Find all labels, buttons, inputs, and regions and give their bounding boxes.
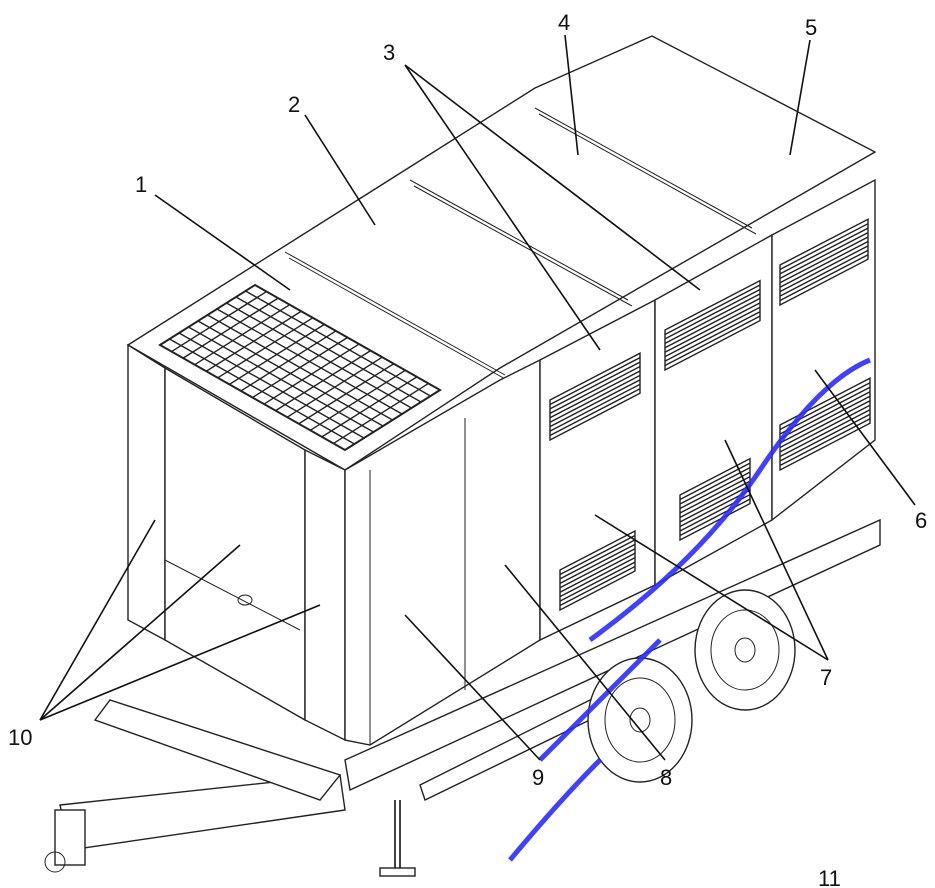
- callout-5: 5: [805, 15, 817, 40]
- radiator-grille: [158, 283, 442, 452]
- front-end-panels: [127, 343, 346, 742]
- callout-4: 4: [558, 10, 570, 35]
- trailer-chassis: [44, 518, 881, 877]
- callout-1: 1: [135, 172, 147, 197]
- callout-11: 11: [818, 866, 841, 888]
- callout-6: 6: [915, 508, 927, 533]
- callout-2: 2: [288, 92, 300, 117]
- callout-3: 3: [383, 40, 395, 65]
- callout-8: 8: [660, 765, 672, 790]
- callout-7: 7: [820, 665, 832, 690]
- callout-9: 9: [532, 765, 544, 790]
- leader-lines: [39, 34, 916, 761]
- watermark: [508, 357, 871, 862]
- callout-10: 10: [8, 725, 32, 750]
- callouts: 1 2 3 4 5 6 7 8 9 10 11: [8, 10, 927, 888]
- louvers: [549, 218, 871, 612]
